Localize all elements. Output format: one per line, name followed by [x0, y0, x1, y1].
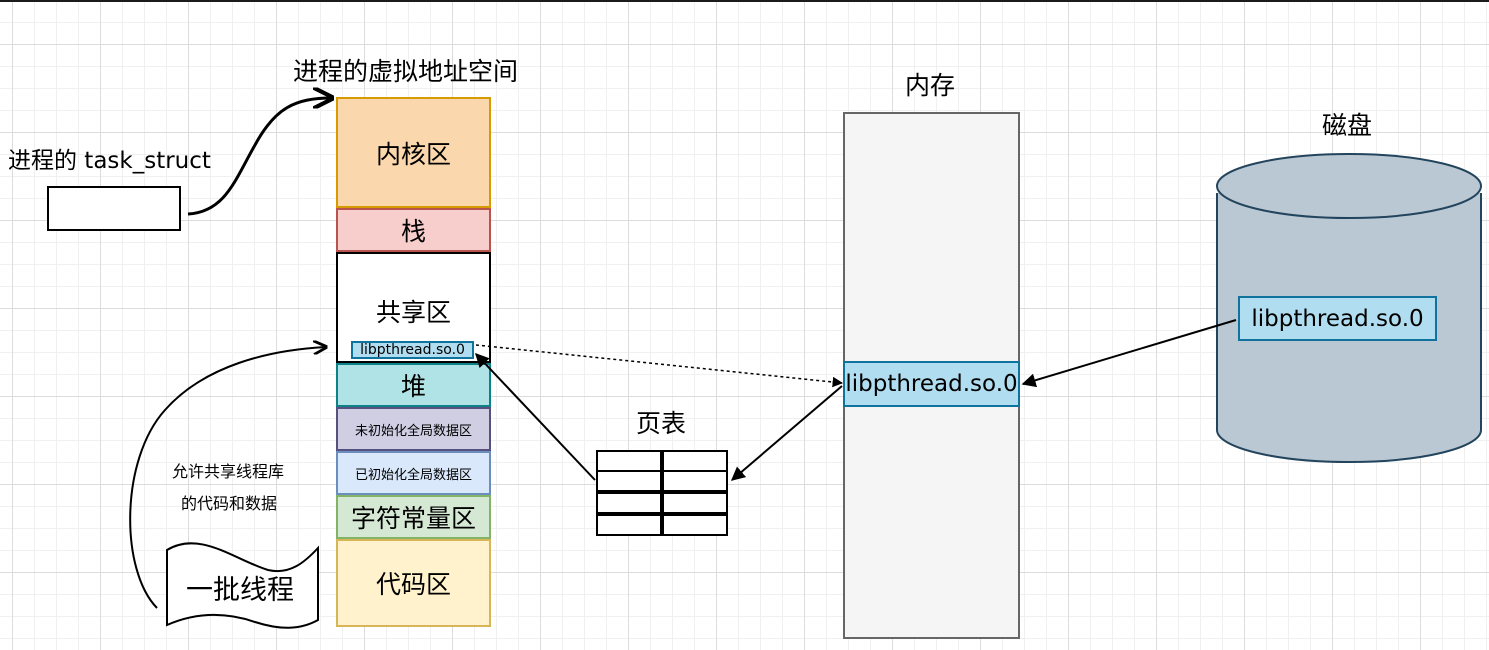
shared-segment-label: 共享区 — [375, 298, 451, 327]
task-struct-arrow — [187, 98, 332, 216]
threads-arrow — [129, 347, 326, 609]
virtual-address-space-title: 进程的虚拟地址空间 — [293, 57, 519, 86]
kernel-segment[interactable]: 内核区 — [336, 97, 491, 208]
task-struct-box[interactable] — [47, 186, 181, 231]
page-table-to-vas-arrow — [475, 352, 596, 481]
note-line-1: 允许共享线程库 — [172, 462, 285, 481]
heap-segment[interactable]: 堆 — [336, 363, 491, 407]
page-table-title: 页表 — [636, 409, 687, 438]
rodata-segment[interactable]: 字符常量区 — [336, 495, 491, 539]
disk-to-memory-arrow — [1021, 319, 1237, 388]
code-segment[interactable]: 代码区 — [336, 539, 491, 627]
shared-lib-mapping[interactable]: libpthread.so.0 — [351, 341, 474, 359]
memory-title: 内存 — [905, 71, 956, 100]
page-table-cell — [662, 470, 728, 492]
page-table-cell — [596, 492, 662, 514]
window-top-border — [0, 0, 1489, 2]
task-struct-label: 进程的 task_struct — [8, 148, 211, 174]
stack-segment[interactable]: 栈 — [336, 208, 491, 252]
memory-to-page-table-arrow — [730, 385, 843, 481]
threads-label: 一批线程 — [186, 575, 294, 606]
data-segment[interactable]: 已初始化全局数据区 — [336, 451, 491, 495]
disk-title: 磁盘 — [1322, 111, 1373, 140]
page-table-cell — [596, 470, 662, 492]
disk-lib[interactable]: libpthread.so.0 — [1238, 296, 1437, 341]
page-table-cell — [662, 514, 728, 536]
mapping-dotted-arrow — [475, 344, 844, 388]
page-table-cell — [596, 514, 662, 536]
memory-lib[interactable]: libpthread.so.0 — [843, 361, 1020, 407]
page-table-cell — [662, 492, 728, 514]
note-line-2: 的代码和数据 — [181, 494, 278, 513]
bss-segment[interactable]: 未初始化全局数据区 — [336, 407, 491, 451]
